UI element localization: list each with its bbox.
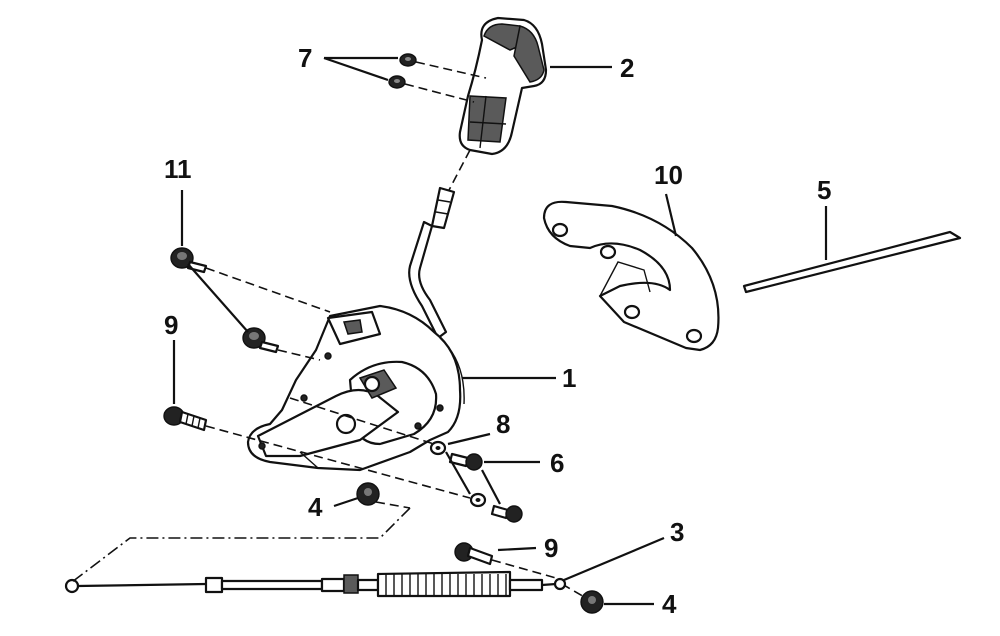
callout-6: 6 xyxy=(550,448,564,478)
hex-bolt-right-lower xyxy=(490,504,523,523)
callout-4-lower: 4 xyxy=(662,589,677,619)
washer-lower xyxy=(469,492,487,508)
callout-9-left: 9 xyxy=(164,310,178,340)
callout-11: 11 xyxy=(164,154,192,184)
callout-4-upper: 4 xyxy=(308,492,323,522)
tie-rod xyxy=(742,230,962,294)
shift-knob xyxy=(458,16,548,156)
hex-bolt-right-upper xyxy=(448,452,483,471)
callout-3: 3 xyxy=(670,517,684,547)
lock-nut-upper xyxy=(356,482,380,506)
callout-1: 1 xyxy=(562,363,576,393)
callout-5: 5 xyxy=(817,175,831,205)
hex-bolt-lower xyxy=(454,542,494,566)
shift-cable xyxy=(64,570,567,598)
hex-bolt-left xyxy=(163,406,208,432)
small-nut-upper xyxy=(399,53,417,67)
callout-8: 8 xyxy=(496,409,510,439)
lock-nut-lower xyxy=(580,590,604,614)
small-nut-lower xyxy=(388,75,406,89)
flange-bolt-lower xyxy=(242,327,280,354)
callout-9-lower: 9 xyxy=(544,533,558,563)
cover-bracket xyxy=(542,200,720,352)
callout-2: 2 xyxy=(620,53,634,83)
flange-bolt-upper xyxy=(170,247,208,274)
callout-10: 10 xyxy=(654,160,683,190)
shifter-housing xyxy=(246,304,465,472)
callout-7: 7 xyxy=(298,43,312,73)
shift-lever-rod xyxy=(408,186,456,340)
washer-upper xyxy=(429,440,447,456)
